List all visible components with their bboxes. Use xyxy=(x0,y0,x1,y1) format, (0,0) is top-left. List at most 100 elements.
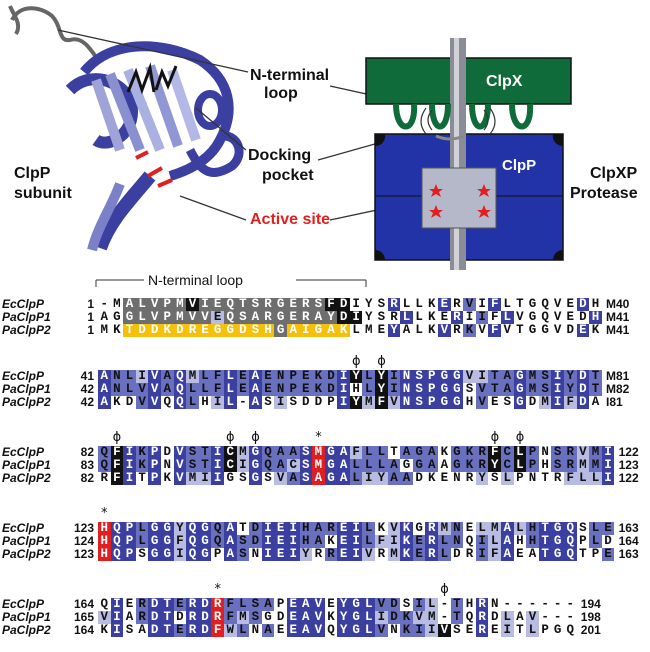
residue: S xyxy=(186,459,199,472)
residue: A xyxy=(249,370,262,383)
residue: L xyxy=(186,383,199,396)
residue: L xyxy=(513,522,527,535)
residue: P xyxy=(213,547,222,561)
residue: Y xyxy=(365,310,373,324)
sequence-start-position: 1 xyxy=(87,297,94,311)
residue: T xyxy=(450,611,464,624)
residue: E xyxy=(516,547,524,561)
residue: S xyxy=(377,310,386,324)
sequence-name: PaClpP2 xyxy=(2,547,51,561)
residue: S xyxy=(503,395,512,409)
residue: - xyxy=(100,297,109,311)
residue: L xyxy=(503,297,512,311)
residue: F xyxy=(488,548,501,561)
residue: H xyxy=(98,535,111,548)
residue: L xyxy=(135,311,149,324)
residue: V xyxy=(438,624,451,637)
residue: G xyxy=(528,297,537,311)
sequence-name: EcClpP xyxy=(2,521,45,535)
residue: I xyxy=(601,472,615,485)
residue: P xyxy=(526,459,539,472)
residue: R xyxy=(377,547,386,561)
residue: H xyxy=(299,522,313,535)
residue: R xyxy=(261,298,275,311)
residue: M xyxy=(362,396,376,409)
sequence-start-position: 165 xyxy=(73,610,94,624)
residue: G xyxy=(324,459,338,472)
sequence-end-position: 123 xyxy=(618,458,639,472)
residue: K xyxy=(113,395,121,409)
residue: N xyxy=(490,597,499,611)
residue: E xyxy=(236,370,250,383)
residue: S xyxy=(538,383,552,396)
residue: D xyxy=(249,535,262,548)
residue: H xyxy=(526,522,539,535)
residue: Q xyxy=(566,623,575,637)
residue: D xyxy=(314,395,323,409)
residue: R xyxy=(324,522,338,535)
residue: N xyxy=(541,445,549,459)
residue: G xyxy=(551,522,564,535)
residue: Q xyxy=(563,535,577,548)
sequence-end-position: M41 xyxy=(606,323,630,337)
residue: S xyxy=(453,623,461,637)
residue: S xyxy=(289,395,297,409)
residue: K xyxy=(400,535,413,548)
residue: L xyxy=(438,535,451,548)
residue: L xyxy=(362,611,376,624)
residue: I xyxy=(110,611,124,624)
sequence-start-position: 83 xyxy=(80,458,94,472)
residue: Q xyxy=(110,535,124,548)
hydrophobic-residue-marker: ϕ xyxy=(490,430,500,445)
residue: L xyxy=(236,598,250,611)
residue: I xyxy=(337,383,350,396)
residue: Y xyxy=(563,383,577,396)
residue: N xyxy=(274,383,287,396)
residue: - xyxy=(516,597,524,611)
residue: M xyxy=(236,611,250,624)
residue: R xyxy=(475,459,489,472)
residue: R xyxy=(135,611,149,624)
residue: D xyxy=(579,310,587,324)
residue: Q xyxy=(100,597,109,611)
residue: F xyxy=(488,324,501,337)
residue: D xyxy=(604,534,612,548)
sequence-name: PaClpP1 xyxy=(2,610,51,624)
residue: T xyxy=(488,383,501,396)
residue: I xyxy=(551,383,564,396)
residue: C xyxy=(501,446,514,459)
sequence-name: EcClpP xyxy=(2,445,45,459)
residue: S xyxy=(125,623,134,637)
residue: T xyxy=(516,623,524,637)
residue: I xyxy=(173,548,187,561)
sequence-start-position: 1 xyxy=(87,310,94,324)
residue: P xyxy=(123,522,136,535)
residue: P xyxy=(425,396,439,409)
residue: Y xyxy=(337,598,350,611)
residue: S xyxy=(551,459,564,472)
residue: E xyxy=(211,311,224,324)
residue: Y xyxy=(375,370,388,383)
residue: A xyxy=(125,610,134,624)
residue: - xyxy=(566,610,575,624)
catalytic-residue-marker: * xyxy=(214,582,221,597)
residue: I xyxy=(211,446,224,459)
residue: V xyxy=(173,446,187,459)
residue: I xyxy=(465,310,474,324)
residue: V xyxy=(526,611,539,624)
residue: S xyxy=(264,395,272,409)
residue: E xyxy=(412,535,426,548)
residue: V xyxy=(576,446,590,459)
sequence-start-position: 123 xyxy=(73,547,94,561)
residue: - xyxy=(541,610,549,624)
residue: L xyxy=(135,535,149,548)
residue: G xyxy=(528,323,537,337)
residue: V xyxy=(438,324,451,337)
residue: G xyxy=(264,610,272,624)
residue: K xyxy=(113,323,121,337)
